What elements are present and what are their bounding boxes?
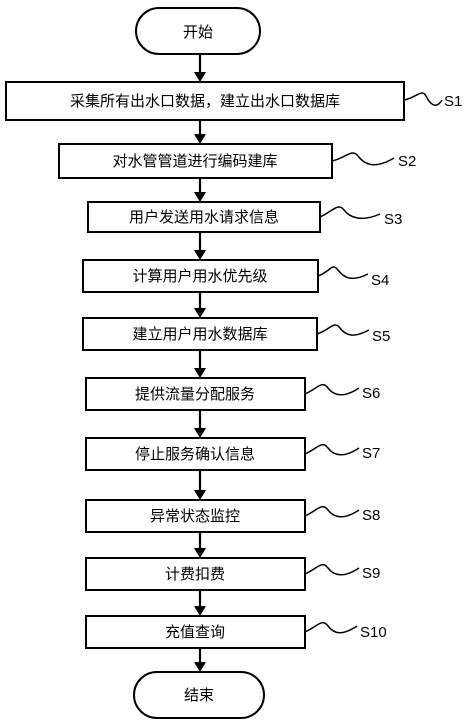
step-id-s6: S6 xyxy=(362,385,380,402)
step-id-s4: S4 xyxy=(371,272,389,289)
connectors xyxy=(194,54,206,672)
leader-line-s5 xyxy=(316,324,370,336)
step-text-s7: 停止服务确认信息 xyxy=(135,445,255,463)
step-text-s9: 计费扣费 xyxy=(165,565,225,583)
step-box-s8 xyxy=(85,499,306,533)
arrowhead-s2-s3 xyxy=(194,192,206,202)
arrowhead-s3-s4 xyxy=(194,250,206,260)
step-text-s1: 采集所有出水口数据，建立出水口数据库 xyxy=(70,92,340,110)
step-id-s8: S8 xyxy=(362,507,380,524)
step-id-s5: S5 xyxy=(372,328,390,345)
leader-lines xyxy=(304,92,443,634)
step-id-s1: S1 xyxy=(444,93,462,110)
step-text-s2: 对水管管道进行编码建库 xyxy=(112,152,277,170)
step-text-s10: 充值查询 xyxy=(165,623,225,641)
arrowhead-s10-end xyxy=(194,662,206,672)
step-box-s6 xyxy=(85,377,306,411)
arrowhead-start-s1 xyxy=(194,72,206,82)
leader-line-s8 xyxy=(304,505,360,518)
step-box-s2 xyxy=(58,143,333,179)
start-label: 开始 xyxy=(183,23,213,41)
end-label: 结束 xyxy=(184,686,214,704)
arrowhead-s4-s5 xyxy=(194,308,206,318)
step-id-s9: S9 xyxy=(362,565,380,582)
step-text-s5: 建立用户用水数据库 xyxy=(132,325,267,343)
leader-line-s1 xyxy=(403,92,443,106)
step-box-s10 xyxy=(85,615,306,649)
step-text-s6: 提供流量分配服务 xyxy=(135,385,255,403)
step-id-s2: S2 xyxy=(398,153,416,170)
leader-line-s10 xyxy=(304,621,358,634)
start-terminal xyxy=(135,7,261,55)
arrowhead-s9-s10 xyxy=(194,606,206,616)
leader-line-s3 xyxy=(319,206,381,220)
arrowhead-s5-s6 xyxy=(194,368,206,378)
step-id-s3: S3 xyxy=(384,211,402,228)
arrowhead-s1-s2 xyxy=(194,134,206,144)
leader-line-s2 xyxy=(331,152,395,166)
arrowhead-s8-s9 xyxy=(194,548,206,558)
arrowhead-s7-s8 xyxy=(194,490,206,500)
step-text-s4: 计算用户用水优先级 xyxy=(132,267,267,285)
step-text-s8: 异常状态监控 xyxy=(150,507,240,525)
leader-line-s7 xyxy=(304,443,360,456)
step-id-s10: S10 xyxy=(360,624,387,641)
step-box-s3 xyxy=(87,201,321,233)
step-box-s1 xyxy=(5,81,405,121)
end-terminal xyxy=(133,671,265,719)
leader-line-s4 xyxy=(317,266,369,280)
leader-line-s6 xyxy=(304,383,360,396)
leader-line-s9 xyxy=(304,563,360,576)
step-text-s3: 用户发送用水请求信息 xyxy=(129,208,279,226)
step-id-s7: S7 xyxy=(362,445,380,462)
arrowhead-s6-s7 xyxy=(194,428,206,438)
